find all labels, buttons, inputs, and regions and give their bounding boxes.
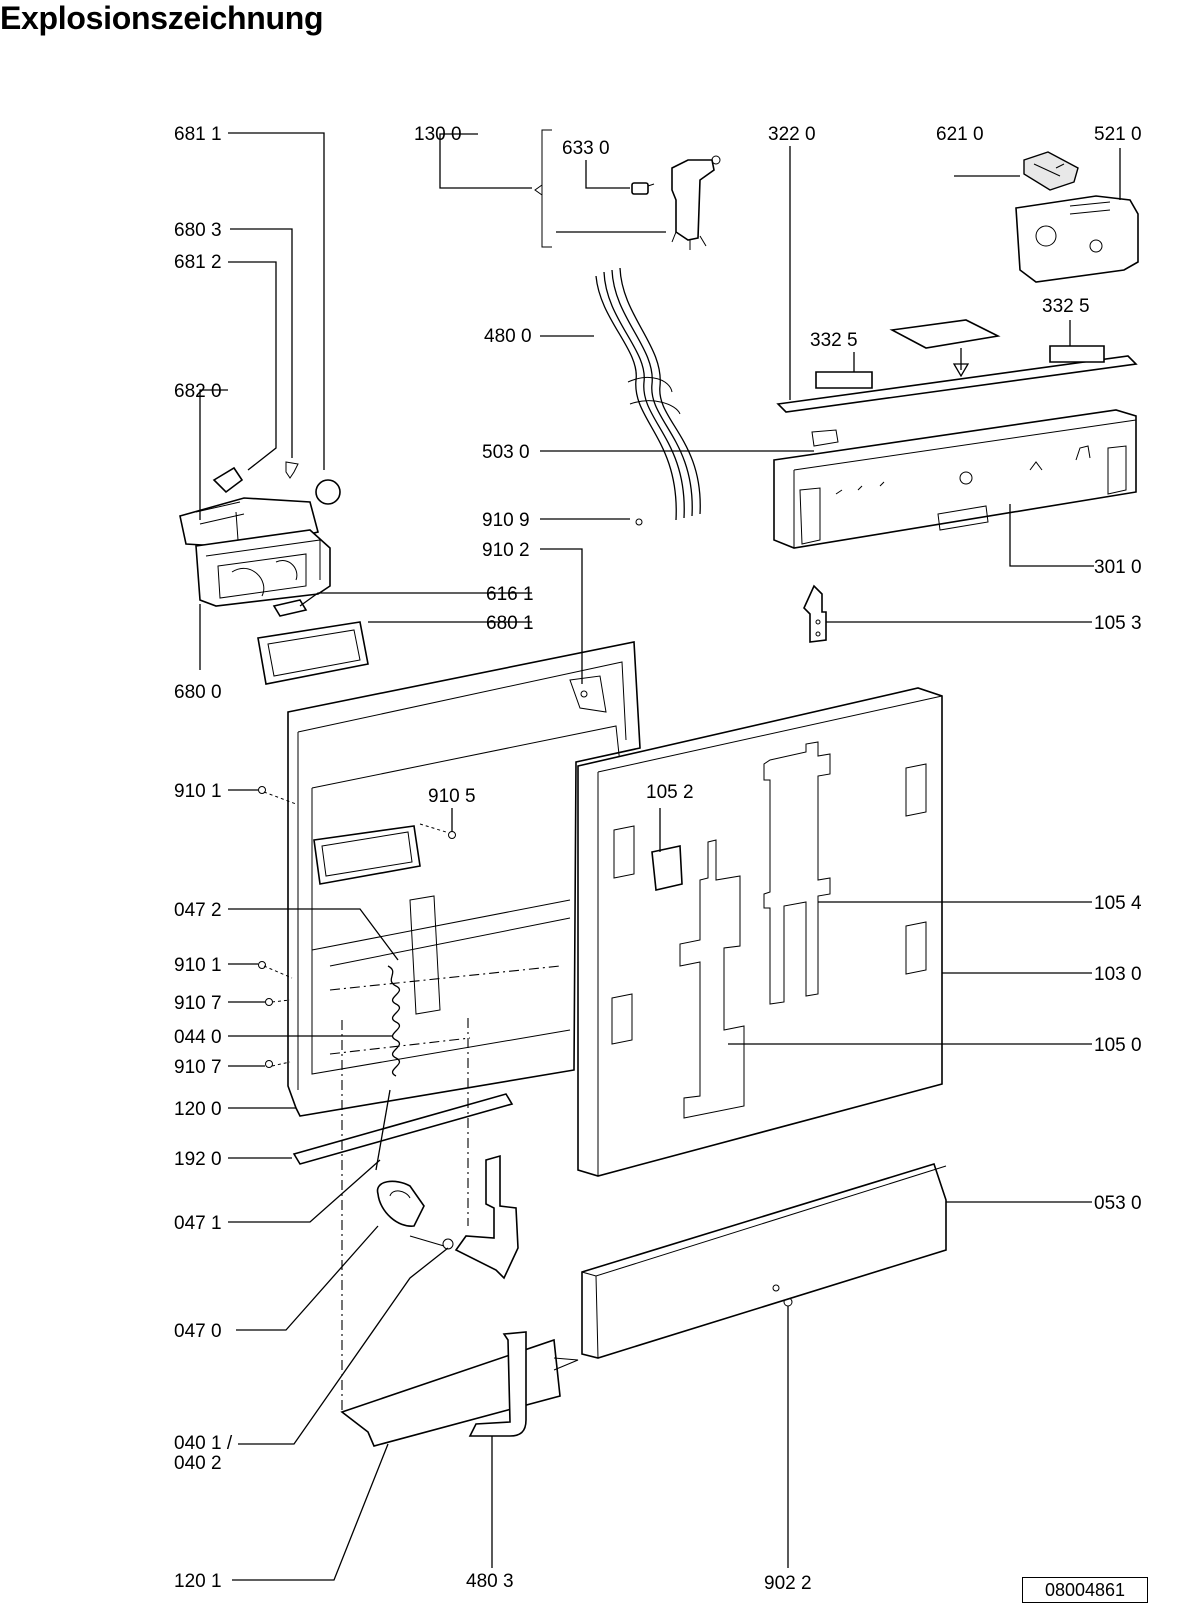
label-047-0: 047 0	[174, 1321, 222, 1342]
label-040-2: 040 2	[174, 1453, 222, 1474]
pulley-047	[376, 1180, 454, 1250]
label-910-1-top: 910 1	[174, 781, 222, 802]
page-title: Explosionszeichnung	[0, 0, 324, 36]
part-labels: 681 1 130 0 633 0 322 0 621 0 521 0 680 …	[174, 124, 1142, 1594]
seal-strip-192	[292, 1093, 514, 1165]
bracket-105-3	[803, 584, 827, 643]
document-number: 08004861	[1022, 1577, 1148, 1603]
label-047-2: 047 2	[174, 900, 222, 921]
label-681-2: 681 2	[174, 252, 222, 273]
label-503-0: 503 0	[482, 442, 530, 463]
cover-strip-322	[776, 319, 1138, 413]
label-130-0: 130 0	[414, 124, 462, 145]
control-panel-301	[773, 409, 1137, 549]
bracket-130-group	[534, 129, 721, 250]
alignment-lines	[263, 791, 561, 1414]
label-621-0: 621 0	[936, 124, 984, 145]
control-board-521	[1015, 195, 1139, 283]
gasket-680-1	[257, 621, 369, 685]
label-910-7-top: 910 7	[174, 993, 222, 1014]
label-480-0: 480 0	[484, 326, 532, 347]
label-103-0: 103 0	[1094, 964, 1142, 985]
label-633-0: 633 0	[562, 138, 610, 159]
label-680-3: 680 3	[174, 220, 222, 241]
hinge-bracket	[454, 1154, 519, 1280]
label-910-1-bottom: 910 1	[174, 955, 222, 976]
label-910-9: 910 9	[482, 510, 530, 531]
label-332-5-left: 332 5	[810, 330, 858, 351]
label-681-1: 681 1	[174, 124, 222, 145]
wire-harness-480	[595, 267, 701, 526]
label-044-0: 044 0	[174, 1027, 222, 1048]
label-105-0: 105 0	[1094, 1035, 1142, 1056]
label-192-0: 192 0	[174, 1149, 222, 1170]
label-616-1: 616 1	[486, 584, 534, 605]
label-480-3: 480 3	[466, 1571, 514, 1592]
label-322-0: 322 0	[768, 124, 816, 145]
switch-633	[631, 182, 655, 195]
label-120-1: 120 1	[174, 1571, 222, 1592]
label-053-0: 053 0	[1094, 1193, 1142, 1214]
label-682-0: 682 0	[174, 381, 222, 402]
label-040-1: 040 1 /	[174, 1433, 233, 1454]
label-047-1: 047 1	[174, 1213, 222, 1234]
module-621	[1023, 151, 1079, 191]
label-105-4: 105 4	[1094, 893, 1142, 914]
leader-lines	[199, 132, 1121, 1581]
label-910-5: 910 5	[428, 786, 476, 807]
label-332-5-right: 332 5	[1042, 296, 1090, 317]
label-120-0: 120 0	[174, 1099, 222, 1120]
label-301-0: 301 0	[1094, 557, 1142, 578]
label-680-0: 680 0	[174, 682, 222, 703]
inner-door-120	[287, 641, 641, 1117]
outer-door-103	[577, 687, 943, 1177]
label-521-0: 521 0	[1094, 124, 1142, 145]
label-105-3: 105 3	[1094, 613, 1142, 634]
bottom-rail-040	[340, 1331, 579, 1447]
label-910-2: 910 2	[482, 540, 530, 561]
label-910-7-bottom: 910 7	[174, 1057, 222, 1078]
door-spring-044	[375, 965, 401, 1171]
label-105-2: 105 2	[646, 782, 694, 803]
label-902-2: 902 2	[764, 1573, 812, 1594]
bottom-strip-053	[581, 1163, 947, 1359]
label-680-1: 680 1	[486, 613, 534, 634]
dispenser-assembly-680	[179, 461, 341, 617]
